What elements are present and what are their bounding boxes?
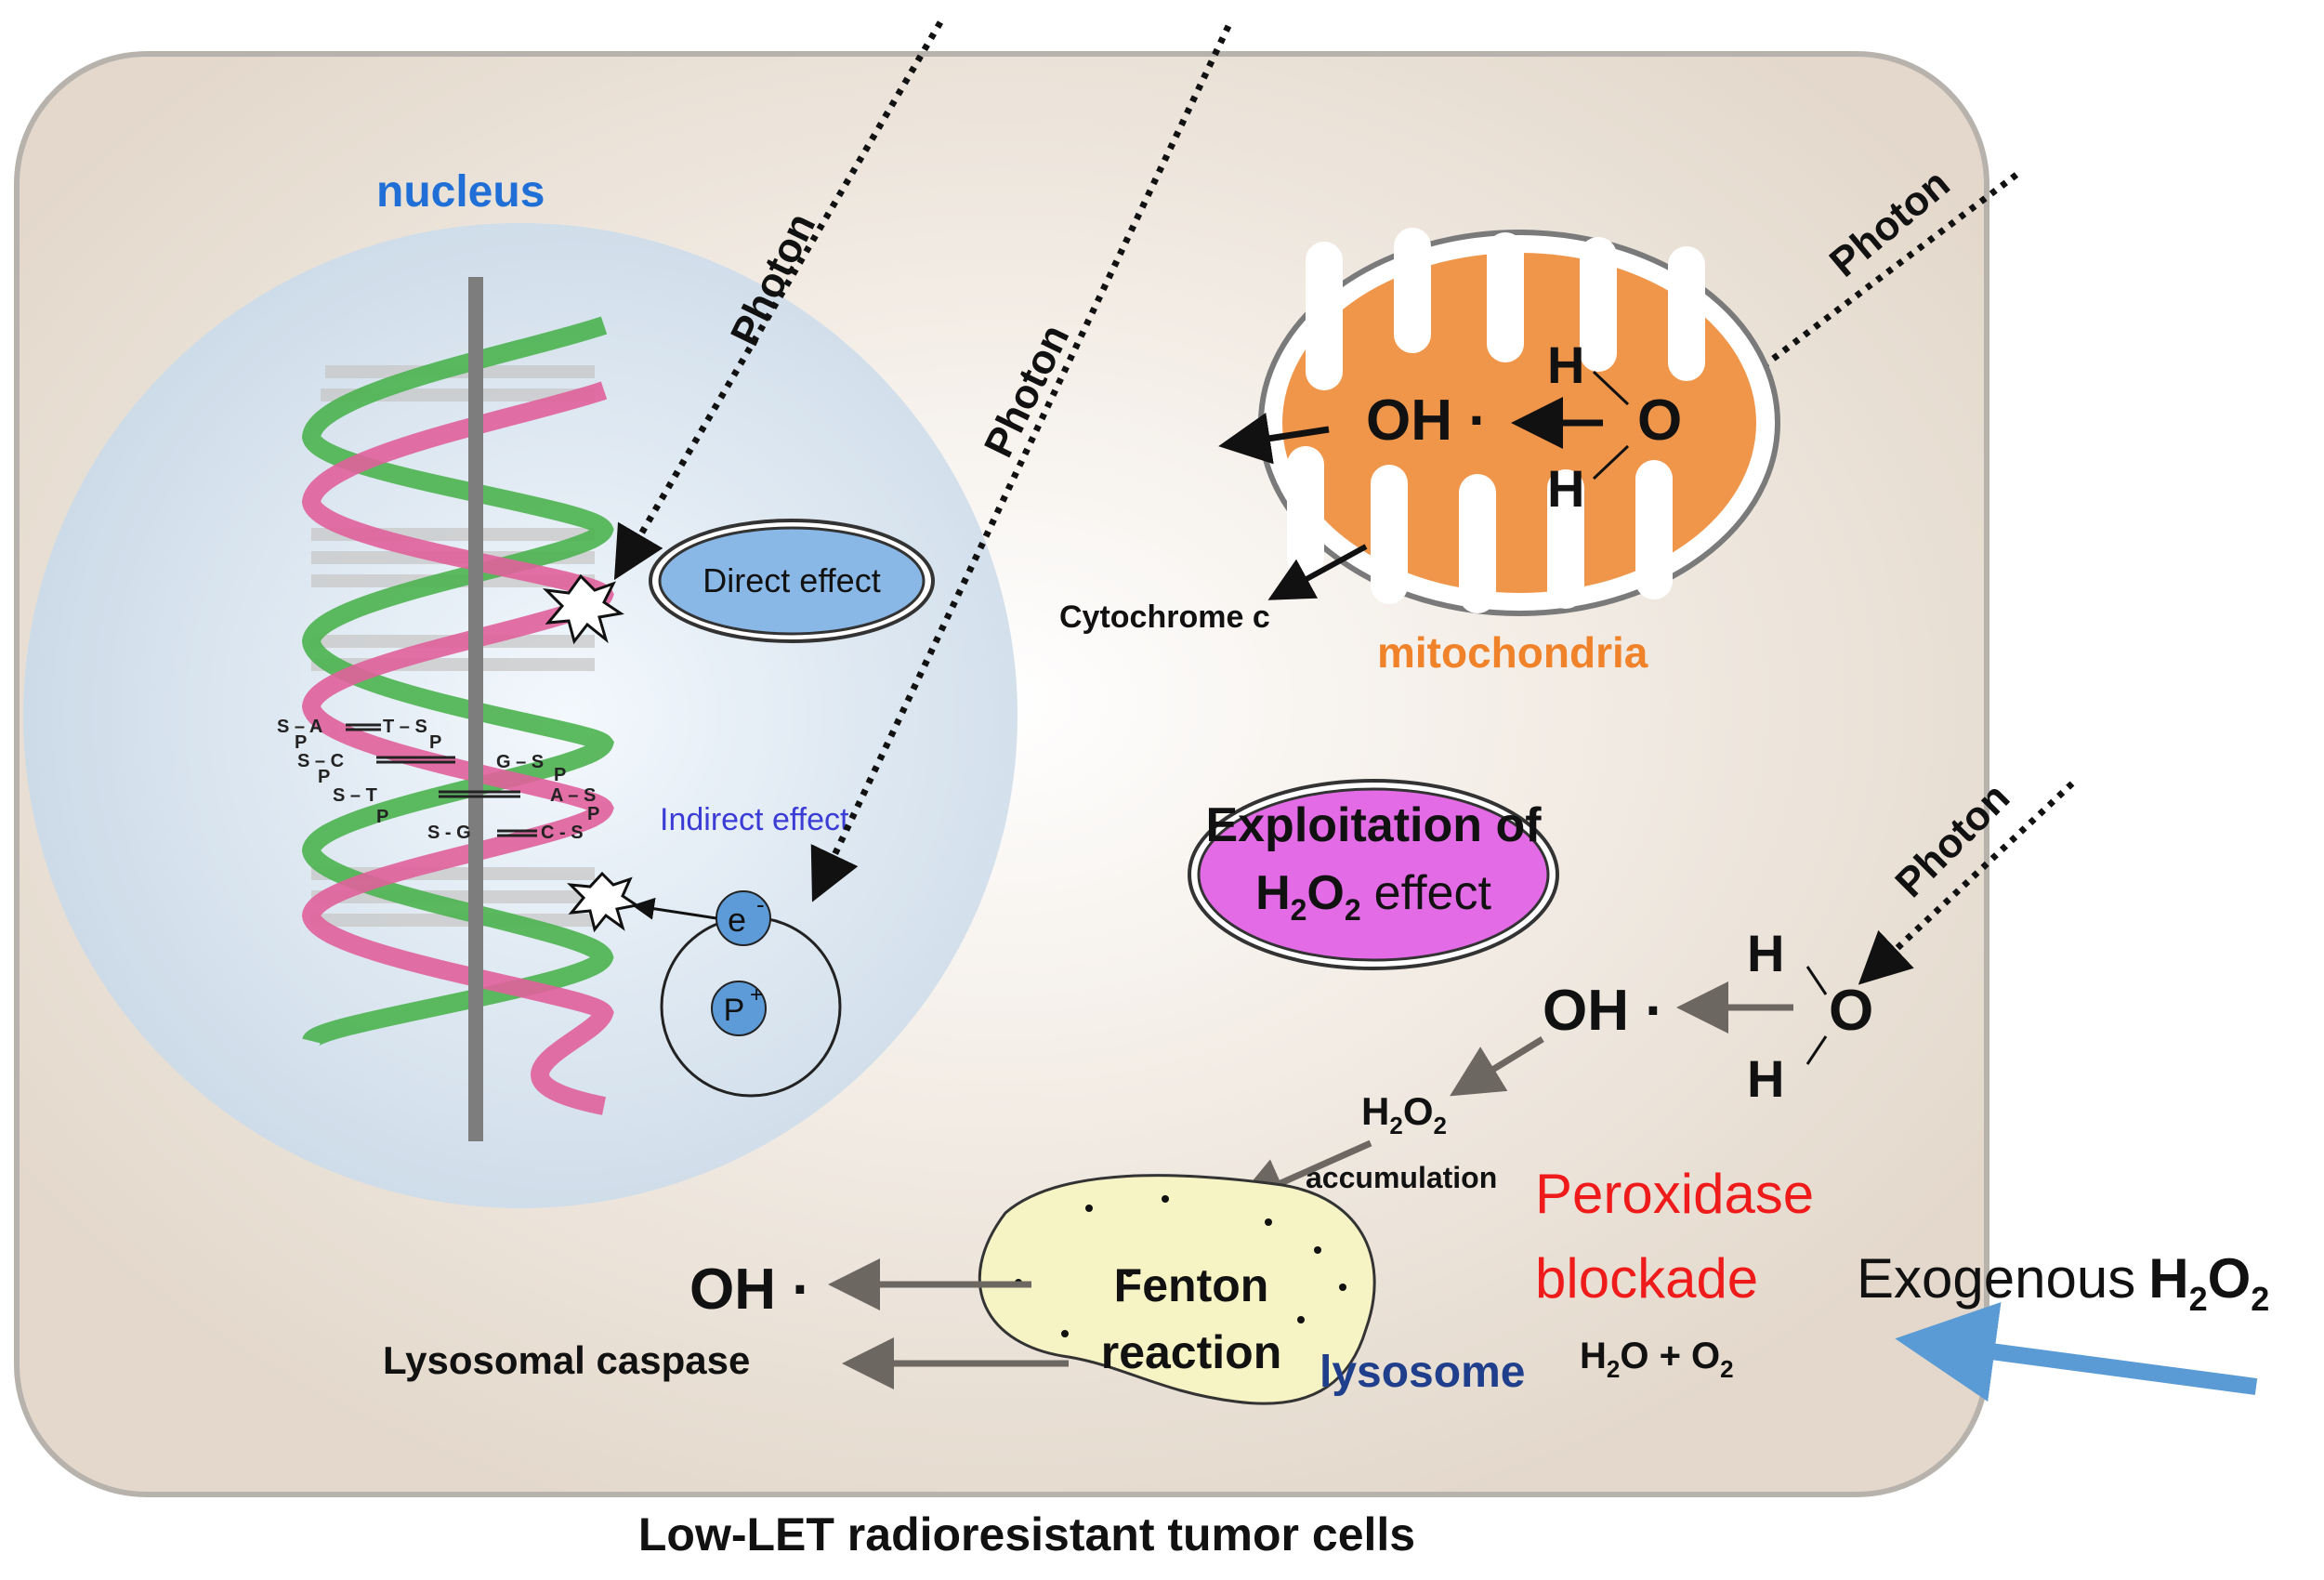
lysosome-body <box>978 1174 1376 1405</box>
dna-base-label: P <box>554 765 566 785</box>
lysosome-dots <box>1015 1195 1346 1337</box>
atom-diagram: e - P + <box>632 890 842 1098</box>
cytochrome-c-label: Cytochrome c <box>1059 599 1270 635</box>
dna-base-label: S - G <box>427 823 471 843</box>
cyto-hydrogen-top: H <box>1747 924 1784 982</box>
proton-particle <box>711 981 767 1036</box>
mito-hydrogen-bottom: H <box>1547 459 1584 518</box>
dna-base-label: S – T <box>333 785 377 806</box>
fenton-label-line2: reaction <box>1101 1326 1282 1378</box>
nucleus-label: nucleus <box>376 167 545 217</box>
photon-ray-indirect <box>810 24 1232 902</box>
mito-oh-radical: OH · <box>1366 388 1488 453</box>
direct-effect-label: Direct effect <box>702 561 880 599</box>
dna-base-label: G – S <box>496 752 544 772</box>
fenton-label-line1: Fenton <box>1114 1259 1269 1311</box>
mito-hydrogen-top: H <box>1547 336 1584 394</box>
proton-charge: + <box>750 982 763 1007</box>
dna-base-label: C - S <box>541 823 584 843</box>
h2o2-label: H2O2 <box>1361 1089 1447 1139</box>
dna-base-label: P <box>587 804 599 824</box>
dna-base-label: P <box>376 807 388 827</box>
dna-damage-burst-icon <box>542 573 624 645</box>
dna-base-label: S – A <box>277 717 322 737</box>
peroxidase-label-line2: blockade <box>1535 1247 1758 1310</box>
dna-base-label: S – C <box>297 751 344 771</box>
cyto-hydrogen-bottom: H <box>1747 1049 1784 1108</box>
mitochondria <box>1258 228 1780 616</box>
photon-ray-mitochondria <box>1708 172 2019 408</box>
lyso-oh-radical: OH · <box>689 1257 811 1322</box>
peroxidase-label-line1: Peroxidase <box>1535 1163 1814 1225</box>
water-oxygen-label: H2O + O2 <box>1580 1336 1734 1383</box>
dna-base-label: P <box>318 767 330 787</box>
dna-base-label: T – S <box>383 717 427 737</box>
exploitation-title: Exploitation of <box>1205 798 1542 852</box>
cyto-oh-radical: OH · <box>1543 979 1664 1043</box>
dna-base-label: P <box>295 732 307 753</box>
dna-base-label: P <box>429 732 441 753</box>
indirect-effect-label: Indirect effect <box>660 802 849 837</box>
proton-label: P <box>724 993 745 1028</box>
lysosome-label: lysosome <box>1320 1348 1525 1397</box>
photon-rays <box>613 20 2075 985</box>
lysosomal-caspase-label: Lysosomal caspase <box>383 1338 750 1382</box>
accumulation-label: accumulation <box>1306 1161 1497 1194</box>
mito-oxygen: O <box>1637 388 1682 453</box>
electron-charge: - <box>756 890 765 918</box>
exogenous-arrow <box>1895 1301 2258 1402</box>
mitochondria-label: mitochondria <box>1377 628 1648 677</box>
figure-caption: Low-LET radioresistant tumor cells <box>638 1508 1415 1560</box>
electron-label: e <box>728 901 746 939</box>
dna-base-labels: S – A T – S P S – C P G – S P S – T P P … <box>277 717 599 843</box>
cyto-oxygen: O <box>1829 979 1873 1043</box>
photon-ray-direct <box>613 20 944 581</box>
dna-double-helix <box>301 277 615 1141</box>
dna-base-label: A – S <box>550 785 596 806</box>
dna-damage-burst-icon <box>566 871 640 933</box>
